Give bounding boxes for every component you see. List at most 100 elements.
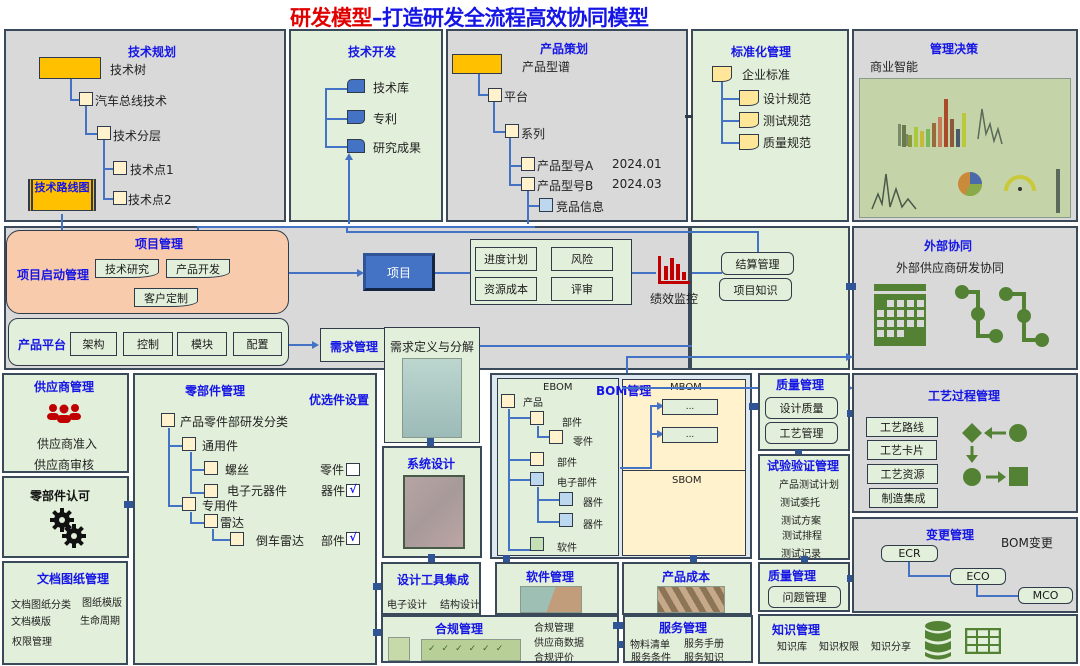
compliance-item: 合规评价 — [534, 653, 574, 664]
process-title: 工艺过程管理 — [928, 389, 1001, 403]
tree-node — [79, 92, 93, 106]
bom-title: BOM管理 — [596, 384, 652, 398]
ecr-button[interactable]: ECR — [881, 545, 938, 562]
platform-control[interactable]: 控制 — [123, 332, 173, 356]
requirements-image — [402, 358, 462, 438]
change-subtitle: BOM变更 — [1001, 536, 1053, 550]
mbom-item[interactable]: ... — [662, 399, 718, 415]
software-title: 软件管理 — [526, 570, 575, 584]
supplier-item: 供应商审核 — [34, 458, 95, 472]
platform-module[interactable]: 模块 — [177, 332, 227, 356]
settlement-button[interactable]: 结算管理 — [721, 252, 794, 275]
mco-button[interactable]: MCO — [1018, 587, 1073, 604]
process-route[interactable]: 工艺路线 — [866, 417, 938, 437]
folder-icon — [739, 90, 759, 106]
panel-test: 试验验证管理 产品测试计划 测试委托 测试方案 测试排程 测试记录 — [758, 454, 850, 560]
platform-architecture[interactable]: 架构 — [70, 332, 117, 356]
tech-planning-title: 技术规划 — [128, 45, 177, 59]
sbom-label: SBOM — [672, 475, 702, 486]
model-name: 产品型号A — [537, 159, 594, 173]
bom-node — [530, 411, 544, 425]
tech-dev-item: 研究成果 — [373, 141, 422, 155]
external-subtitle: 外部供应商研发协同 — [896, 261, 1005, 275]
bom-node — [501, 394, 515, 408]
ebom-area — [497, 378, 619, 556]
bom-tree-label: 电子部件 — [557, 478, 597, 489]
tree-label: 技术分层 — [113, 129, 162, 143]
change-title: 变更管理 — [926, 528, 975, 542]
project-knowledge-button[interactable]: 项目知识 — [719, 278, 792, 301]
bom-node — [530, 452, 544, 466]
project-button[interactable]: 项目 — [363, 253, 435, 291]
bom-node — [559, 492, 573, 506]
decision-title: 管理决策 — [930, 42, 979, 56]
grid-risk[interactable]: 风险 — [551, 247, 613, 271]
knowledge-item: 知识权限 — [819, 642, 859, 653]
platform-config[interactable]: 配置 — [233, 332, 282, 356]
model-name: 产品型号B — [537, 179, 594, 193]
tree-node — [488, 88, 502, 102]
tree-label: 平台 — [504, 90, 529, 104]
panel-decision: 管理决策 商业智能 — [852, 29, 1078, 222]
title-blue: –打造研发全流程高效协同模型 — [372, 6, 649, 30]
standard-root-label: 企业标准 — [742, 68, 791, 82]
supplier-title: 供应商管理 — [34, 380, 95, 394]
tree-node — [182, 497, 196, 511]
calendar-icon — [874, 284, 926, 346]
bom-tree-label: 部件 — [562, 418, 582, 429]
tech-dev-item: 技术库 — [373, 81, 410, 95]
tech-roadmap[interactable]: 技术路线图 — [28, 179, 96, 211]
parts-tree-label: 雷达 — [220, 516, 245, 530]
tech-dev-item: 专利 — [373, 112, 398, 126]
tree-node — [230, 532, 244, 546]
panel-system-design: 系统设计 — [382, 446, 482, 558]
patent-icon — [347, 110, 365, 124]
preferred-checkbox-part[interactable] — [346, 463, 360, 476]
process-integration[interactable]: 制造集成 — [869, 488, 938, 508]
grid-schedule[interactable]: 进度计划 — [475, 247, 537, 271]
tree-node — [97, 126, 111, 140]
process-flow-icon — [962, 423, 1028, 486]
issue-mgmt-button[interactable]: 问题管理 — [768, 586, 841, 608]
grid-review[interactable]: 评审 — [551, 277, 613, 301]
requirements-sub: 需求定义与分解 — [390, 340, 475, 354]
panel-supplier: 供应商管理 供应商准入 供应商审核 — [2, 373, 129, 473]
tech-tree-label: 技术树 — [110, 63, 147, 77]
knowledge-item: 知识库 — [777, 642, 807, 653]
eco-button[interactable]: ECO — [950, 568, 1006, 585]
grid-resource[interactable]: 资源成本 — [475, 277, 537, 301]
mbom-item[interactable]: ... — [662, 427, 718, 443]
tech-dev-title: 技术开发 — [348, 45, 397, 59]
type-customization[interactable]: 客户定制 — [134, 288, 198, 307]
process-resource[interactable]: 工艺资源 — [867, 464, 938, 484]
panel-tech-dev: 技术开发 技术库 专利 研究成果 — [289, 29, 443, 224]
folder-icon — [712, 66, 732, 82]
result-icon — [347, 139, 365, 153]
panel-design-tools: 设计工具集成 电子设计 结构设计 — [381, 562, 481, 615]
panel-quality-1: 质量管理 设计质量 工艺管理 — [758, 373, 850, 451]
preferred-checkbox-device[interactable]: √ — [346, 484, 360, 497]
database-icon — [925, 621, 951, 660]
bi-dashboard-image — [859, 78, 1071, 218]
preferred-checkbox-component[interactable]: √ — [346, 532, 360, 545]
roadmap-label: 技术路线图 — [34, 181, 90, 194]
type-tech-research[interactable]: 技术研究 — [95, 259, 159, 278]
panel-tech-planning: 技术规划 技术树 汽车总线技术 技术分层 技术点1 技术点2 技术路线图 — [4, 29, 286, 222]
type-product-dev[interactable]: 产品开发 — [166, 259, 230, 278]
supplier-item: 供应商准入 — [37, 437, 98, 451]
test-item: 产品测试计划 — [779, 480, 839, 491]
requirements-box[interactable] — [320, 328, 385, 362]
panel-parts: 零部件管理 优选件设置 产品零件部研发分类 通用件 螺丝 电子元器件 专用件 雷… — [133, 373, 377, 665]
test-item: 测试排程 — [782, 531, 822, 542]
tree-label: 系列 — [521, 127, 546, 141]
process-card[interactable]: 工艺卡片 — [867, 440, 937, 460]
panel-compliance: 合规管理 ✓✓✓✓✓✓ 合规管理 供应商数据 合规评价 — [381, 615, 619, 664]
panel-service: 服务管理 物料清单 服务手册 服务条件 服务知识 — [623, 615, 753, 664]
tree-node — [182, 437, 196, 451]
panel-part-approval: 零部件认可 — [2, 476, 129, 558]
panel-cost: 产品成本 — [622, 562, 752, 615]
standardization-title: 标准化管理 — [731, 45, 792, 59]
design-quality-button[interactable]: 设计质量 — [765, 397, 838, 419]
process-mgmt-button[interactable]: 工艺管理 — [765, 422, 838, 444]
project-mgmt-title: 项目管理 — [135, 237, 184, 251]
